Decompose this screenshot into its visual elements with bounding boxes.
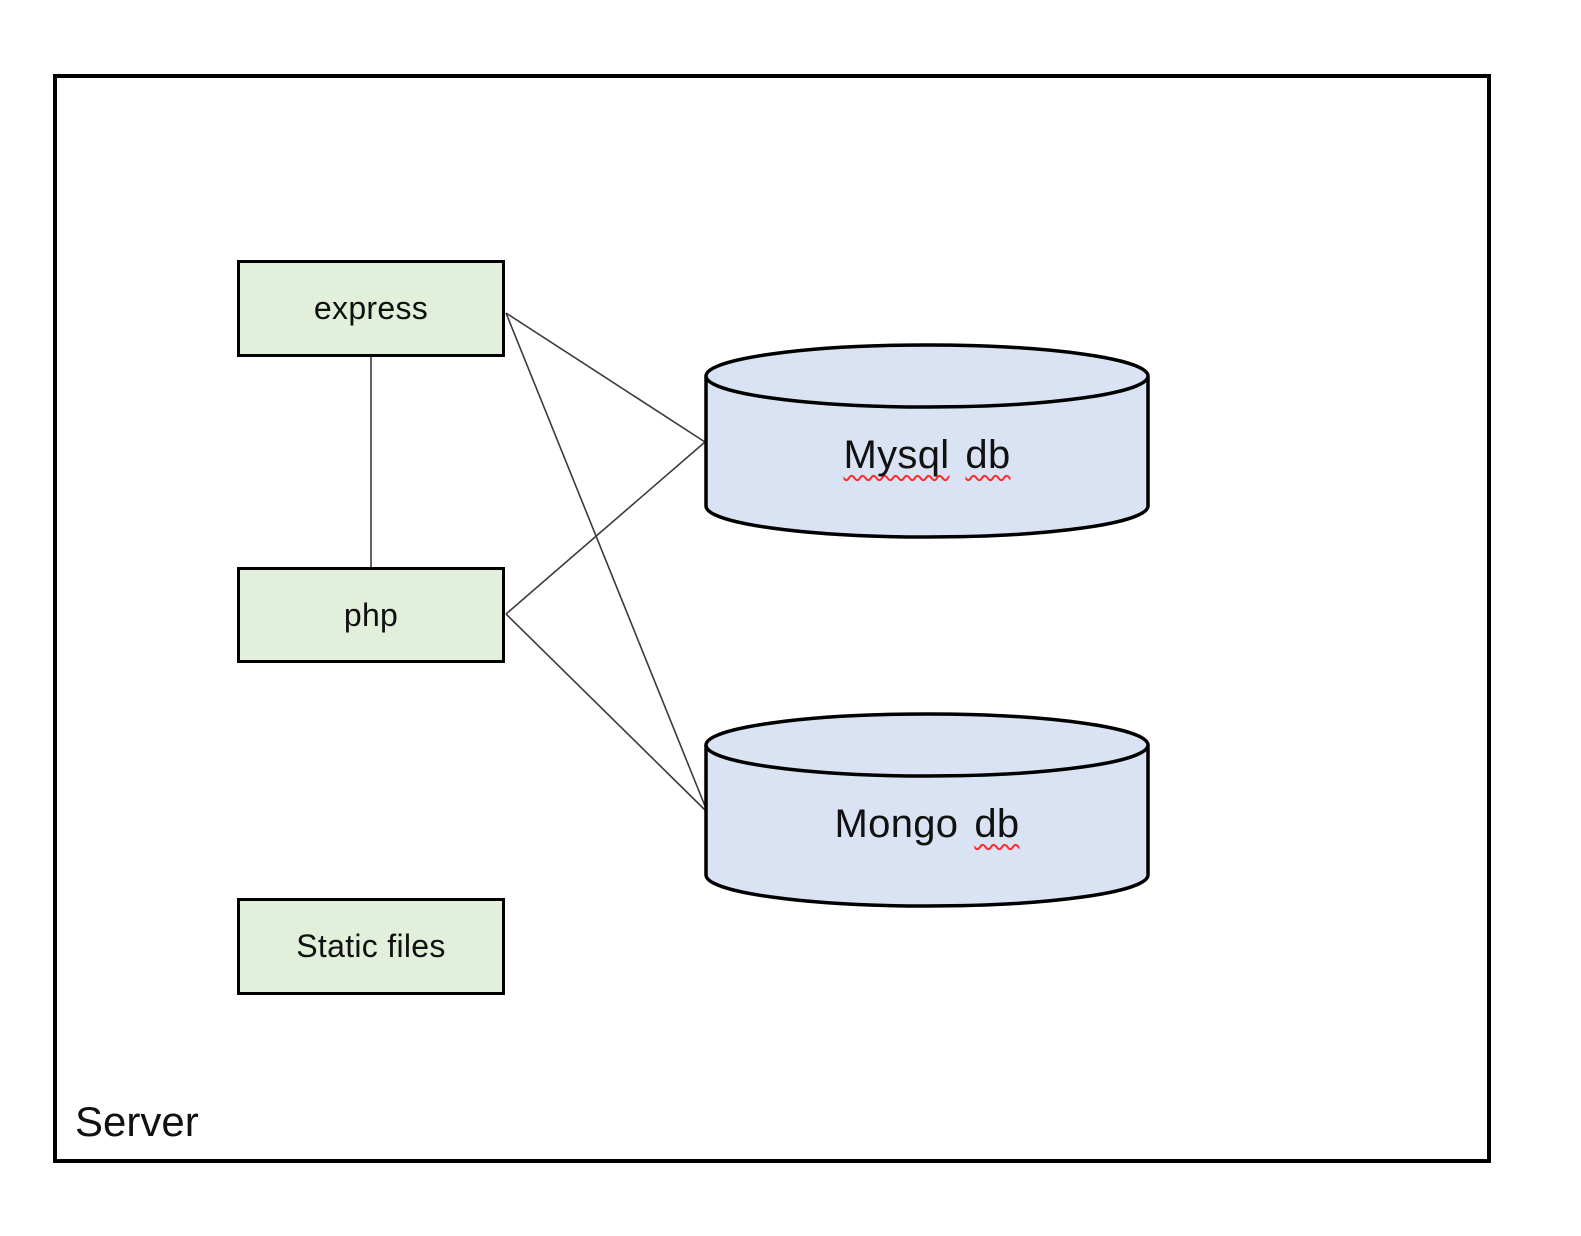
php-label: php bbox=[343, 596, 399, 633]
mongo-db-label-word-2: db bbox=[974, 801, 1020, 846]
mongo-cylinder-shape bbox=[704, 712, 1150, 908]
node-express: express bbox=[237, 260, 505, 357]
mysql-db-label-word-2: db bbox=[965, 432, 1011, 477]
node-mongo-db: Mongo db bbox=[703, 712, 1151, 908]
node-static-files: Static files bbox=[237, 898, 505, 995]
static-files-label: Static files bbox=[296, 928, 446, 964]
mysql-db-label: Mysql db bbox=[703, 343, 1151, 539]
mysql-cylinder-shape bbox=[704, 343, 1150, 539]
mongo-db-label: Mongo db bbox=[703, 712, 1151, 908]
server-container-box: Server bbox=[53, 74, 1491, 1163]
server-label: Server bbox=[75, 1097, 199, 1145]
mongo-db-label-word-1: Mongo bbox=[834, 801, 959, 846]
node-mysql-db: Mysql db bbox=[703, 343, 1151, 539]
express-label: express bbox=[313, 290, 429, 326]
mysql-db-label-word-1: Mysql bbox=[843, 432, 950, 477]
node-php: php bbox=[237, 567, 505, 663]
